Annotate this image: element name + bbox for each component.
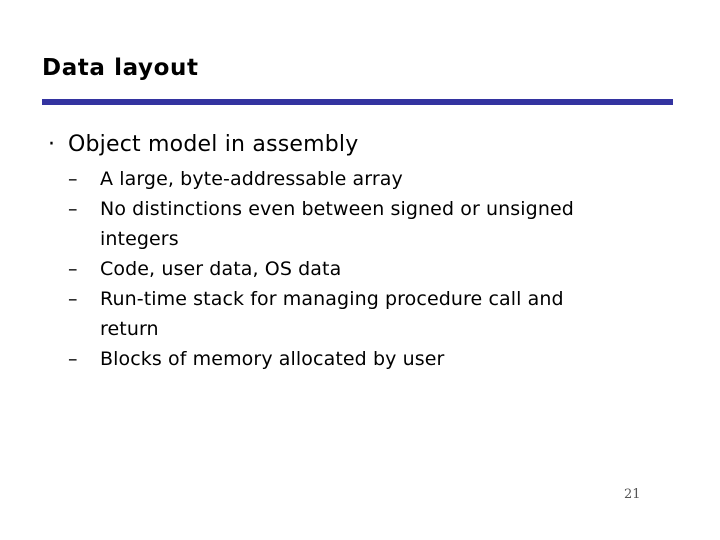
sub-bullet-item-1: – A large, byte-addressable array: [0, 164, 720, 194]
sub-bullet-item-4: – Run-time stack for managing procedure …: [0, 284, 720, 344]
sub-bullet-item-3: – Code, user data, OS data: [0, 254, 720, 284]
page-number: 21: [624, 487, 641, 502]
sub-bullet-item-4-label-continued: return: [100, 318, 159, 340]
sub-bullet-item-2-label: No distinctions even between signed or u…: [100, 198, 574, 220]
sub-bullet-item-4-label: Run-time stack for managing procedure ca…: [100, 288, 564, 310]
sub-bullet-item-3-label: Code, user data, OS data: [100, 258, 342, 280]
slide-title: Data layout: [42, 55, 199, 81]
dash-marker-icon: –: [68, 348, 78, 370]
dash-marker-icon: –: [68, 258, 78, 280]
bullet-dot-icon: ·: [48, 132, 56, 157]
dash-marker-icon: –: [68, 168, 78, 190]
title-divider-rule: [42, 99, 673, 105]
sub-bullet-list: – A large, byte-addressable array – No d…: [0, 164, 720, 374]
slide-body: · Object model in assembly – A large, by…: [0, 128, 720, 374]
bullet-item-level1-label: Object model in assembly: [68, 132, 359, 157]
sub-bullet-item-2-label-continued: integers: [100, 228, 179, 250]
sub-bullet-item-2: – No distinctions even between signed or…: [0, 194, 720, 254]
sub-bullet-item-1-label: A large, byte-addressable array: [100, 168, 403, 190]
sub-bullet-item-5-label: Blocks of memory allocated by user: [100, 348, 445, 370]
bullet-item-level1: · Object model in assembly: [0, 128, 720, 162]
dash-marker-icon: –: [68, 288, 78, 310]
sub-bullet-item-5: – Blocks of memory allocated by user: [0, 344, 720, 374]
dash-marker-icon: –: [68, 198, 78, 220]
